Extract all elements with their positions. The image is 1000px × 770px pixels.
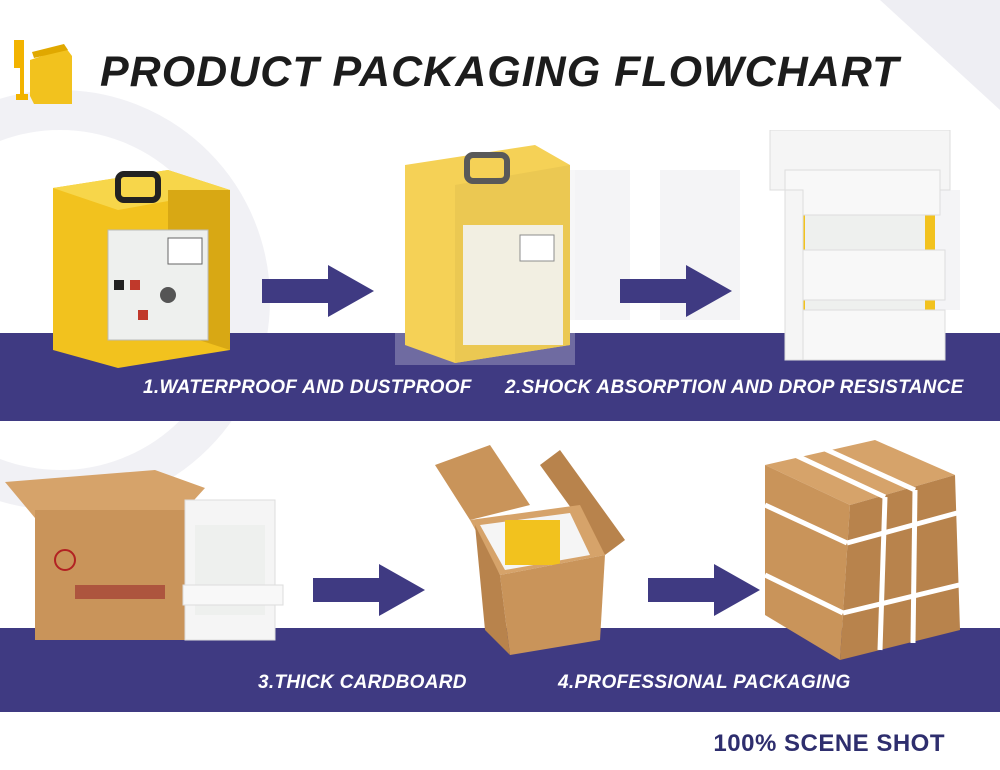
page-title: PRODUCT PACKAGING FLOWCHART bbox=[100, 48, 900, 96]
cardboard-box-image bbox=[5, 470, 284, 641]
open-box-image bbox=[435, 445, 625, 655]
brand-logo-icon bbox=[14, 40, 72, 104]
arrow-right-icon bbox=[262, 265, 374, 317]
foam-protected-machine-image bbox=[769, 130, 951, 361]
wrapped-machine-image bbox=[395, 135, 575, 365]
step-4-caption: 4.PROFESSIONAL PACKAGING bbox=[558, 672, 851, 693]
arrow-right-icon bbox=[648, 564, 760, 616]
arrow-right-icon bbox=[620, 265, 732, 317]
arrow-right-icon bbox=[313, 564, 425, 616]
scene-shot-label: 100% SCENE SHOT bbox=[713, 730, 945, 757]
step-3-caption: 3.THICK CARDBOARD bbox=[258, 672, 467, 693]
strapped-shipping-box-image bbox=[763, 440, 960, 660]
yellow-spark-machine-image bbox=[53, 170, 230, 368]
step-2-caption: 2.SHOCK ABSORPTION AND DROP RESISTANCE bbox=[505, 377, 964, 398]
step-1-caption: 1.WATERPROOF AND DUSTPROOF bbox=[143, 377, 472, 398]
